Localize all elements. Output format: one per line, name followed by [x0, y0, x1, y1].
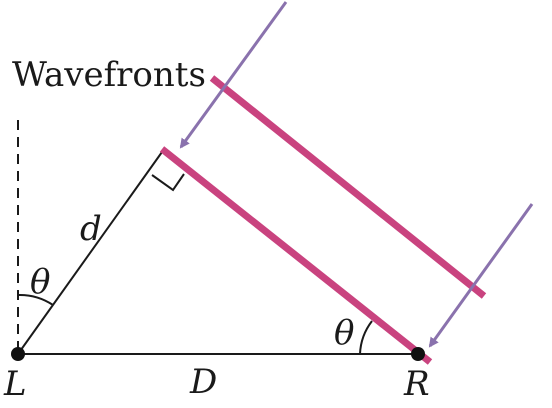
right-angle-marker [151, 173, 185, 192]
label-R: R [403, 364, 430, 404]
ray-arrow-lower [428, 203, 534, 348]
segment-d [17, 151, 163, 355]
label-d: d [80, 209, 102, 249]
label-theta-left: θ [30, 262, 50, 302]
wavefront-first [159, 146, 433, 365]
label-theta-right: θ [334, 313, 354, 353]
theta-arc-left [17, 293, 54, 306]
point-L [11, 347, 25, 361]
wavefront-second [209, 75, 487, 299]
label-D: D [189, 362, 217, 402]
point-R [411, 347, 425, 361]
wavefronts-label: Wavefronts [12, 55, 206, 95]
label-L: L [3, 364, 27, 404]
theta-arc-right [359, 320, 373, 355]
ray-arrow-upper [179, 1, 288, 149]
